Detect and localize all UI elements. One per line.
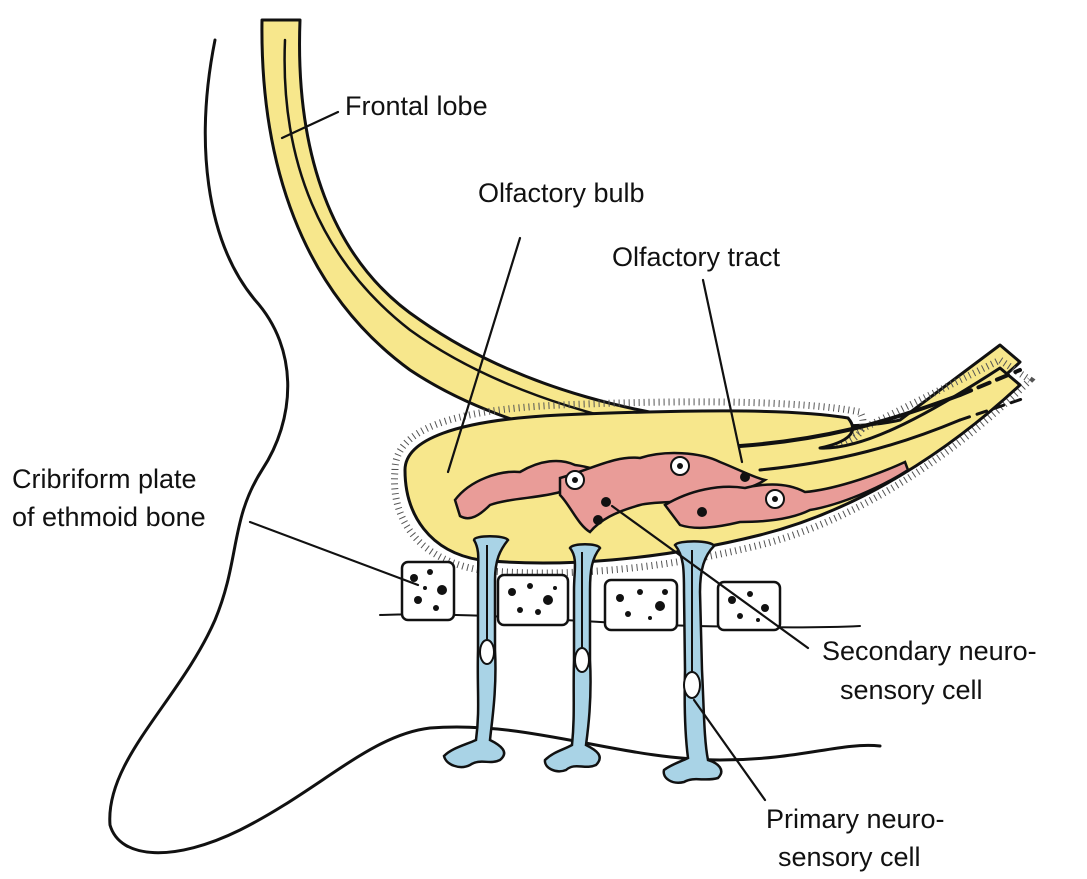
leader-cribriform	[250, 522, 418, 585]
label-olfactory-tract: Olfactory tract	[612, 242, 781, 272]
label-cribriform-line1: Cribriform plate	[12, 464, 197, 494]
bone-block	[605, 580, 677, 630]
frontal-lobe	[262, 20, 1020, 460]
label-secondary-line1: Secondary neuro-	[822, 636, 1037, 666]
label-cribriform-line2: of ethmoid bone	[12, 502, 206, 532]
label-primary-line2: sensory cell	[778, 842, 921, 872]
bone-block	[498, 575, 568, 625]
label-frontal-lobe: Frontal lobe	[345, 91, 488, 121]
label-secondary-line2: sensory cell	[840, 675, 983, 705]
label-olfactory-bulb: Olfactory bulb	[478, 178, 645, 208]
primary-neurons	[444, 536, 721, 782]
label-primary-line1: Primary neuro-	[766, 804, 945, 834]
